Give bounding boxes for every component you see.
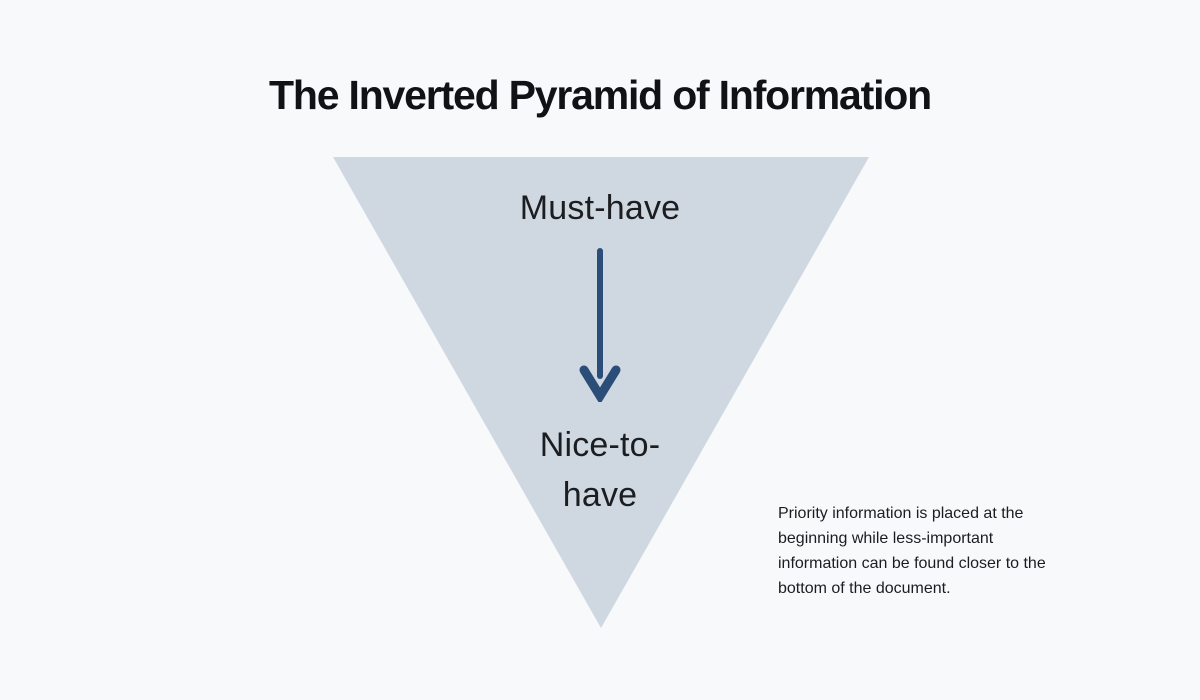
caption-text: Priority information is placed at the be… [778,501,1128,601]
bottom-label-line-2: have [562,476,638,514]
arrow-head [579,365,621,402]
pyramid-top-label: Must-have [519,189,681,227]
caption-line: beginning while less-important [778,530,994,547]
caption-line: information can be found closer to the [778,555,1046,572]
caption-line: Priority information is placed at the [778,505,1024,522]
caption-line: bottom of the document. [778,580,951,597]
bottom-label-line-1: Nice-to- [539,426,661,464]
down-arrow-icon [579,248,621,402]
pyramid-bottom-label: Nice-to- have [400,420,800,520]
page-title: The Inverted Pyramid of Information [269,72,932,118]
